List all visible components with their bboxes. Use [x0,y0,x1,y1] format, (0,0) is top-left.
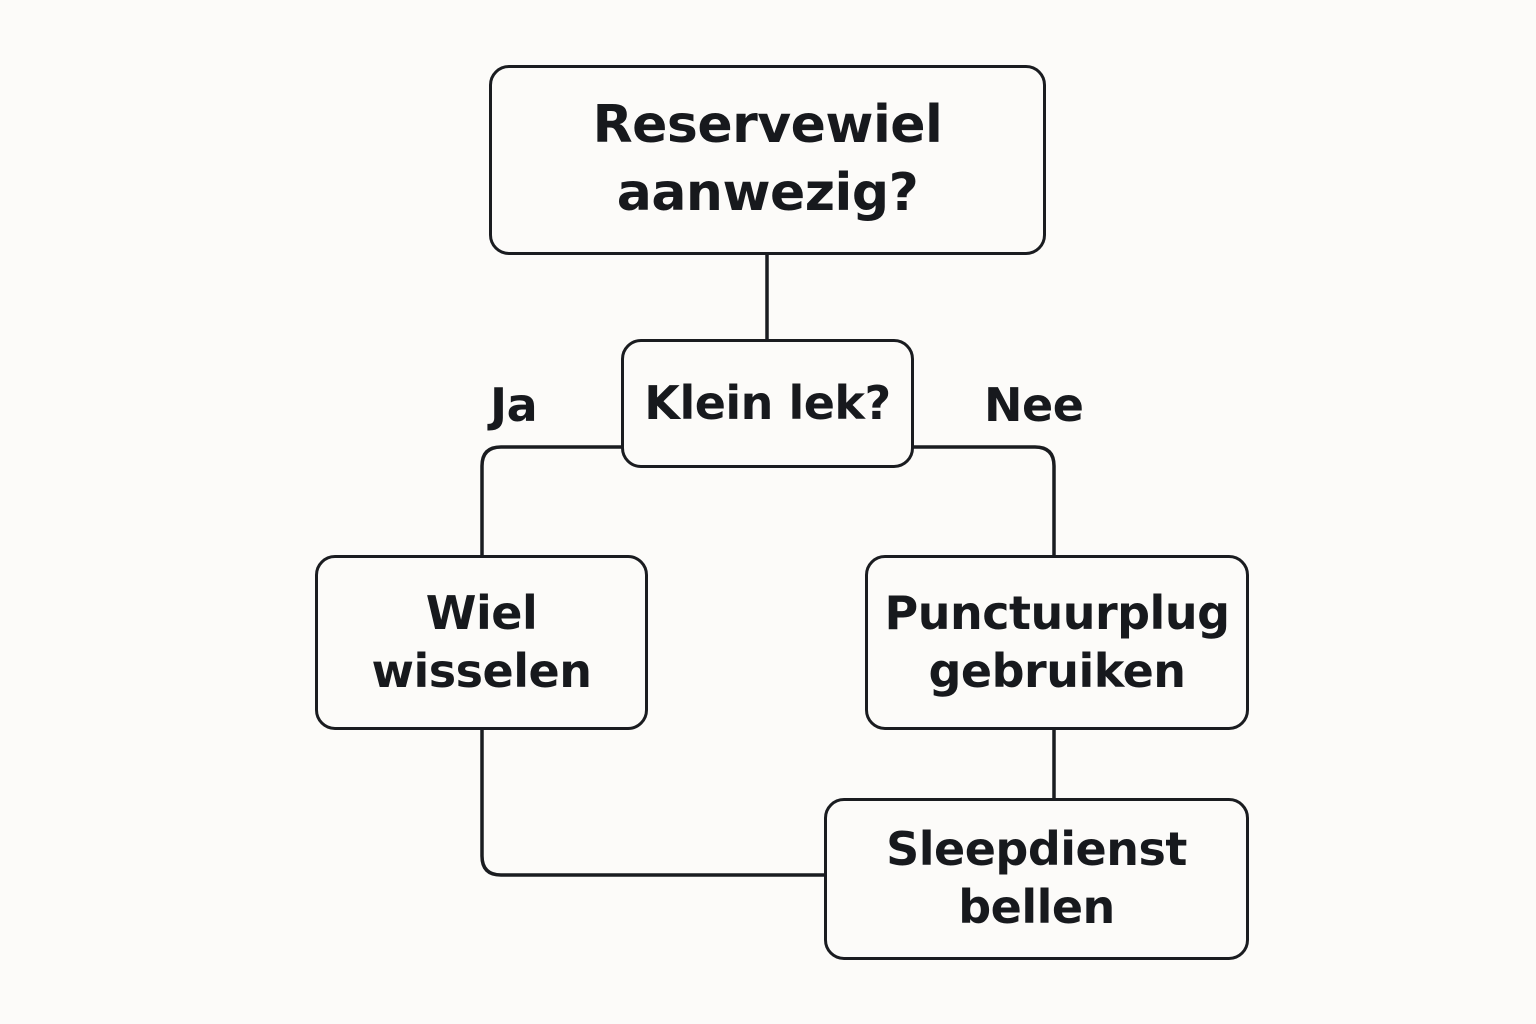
action-change-wheel-label: Wiel wisselen [371,585,592,698]
decision-small-leak: Klein lek? [621,339,914,468]
edge-label-yes: Ja [490,378,538,432]
connector-leak-to-plug [912,445,1056,557]
action-call-tow-label: Sleepdienst bellen [886,822,1187,934]
action-use-plug: Punctuurplug gebruiken [865,555,1249,730]
edge-label-no: Nee [984,378,1084,432]
connector-leak-to-wheel [480,445,623,557]
decision-spare-wheel: Reservewiel aanwezig? [489,65,1046,255]
decision-small-leak-label: Klein lek? [644,375,891,430]
action-change-wheel: Wiel wisselen [315,555,648,730]
action-call-tow: Sleepdienst bellen [824,798,1249,960]
decision-spare-wheel-label: Reservewiel aanwezig? [592,95,943,223]
connector-wheel-to-tow [480,730,826,877]
action-use-plug-label: Punctuurplug gebruiken [884,585,1230,698]
